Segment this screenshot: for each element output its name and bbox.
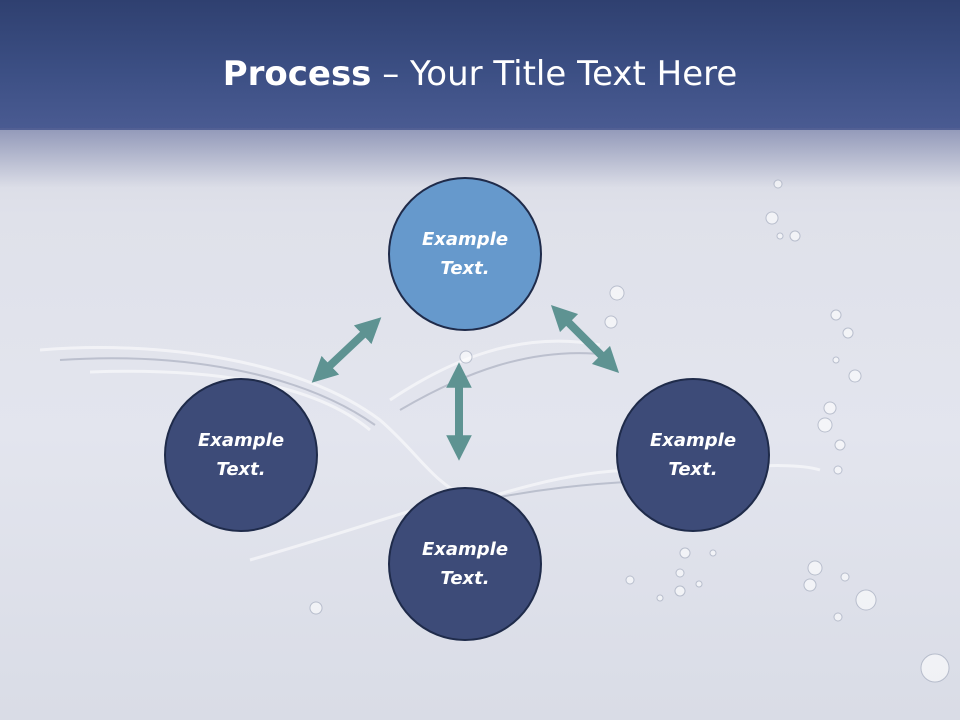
arrow-top-right [550, 304, 620, 374]
node-left[interactable]: Example Text. [164, 378, 318, 532]
title-bold: Process [222, 54, 372, 94]
node-right-label: Example Text. [649, 430, 737, 480]
title-banner [0, 0, 960, 130]
node-bottom-label: Example Text. [421, 539, 509, 589]
arrow-left-top [311, 317, 382, 383]
title-rest: – Your Title Text Here [371, 54, 738, 94]
node-top-label: Example Text. [421, 229, 509, 279]
node-right[interactable]: Example Text. [616, 378, 770, 532]
node-left-label: Example Text. [197, 430, 285, 480]
slide-title[interactable]: Process – Your Title Text Here [0, 52, 960, 96]
node-bottom[interactable]: Example Text. [388, 487, 542, 641]
node-top[interactable]: Example Text. [388, 177, 542, 331]
